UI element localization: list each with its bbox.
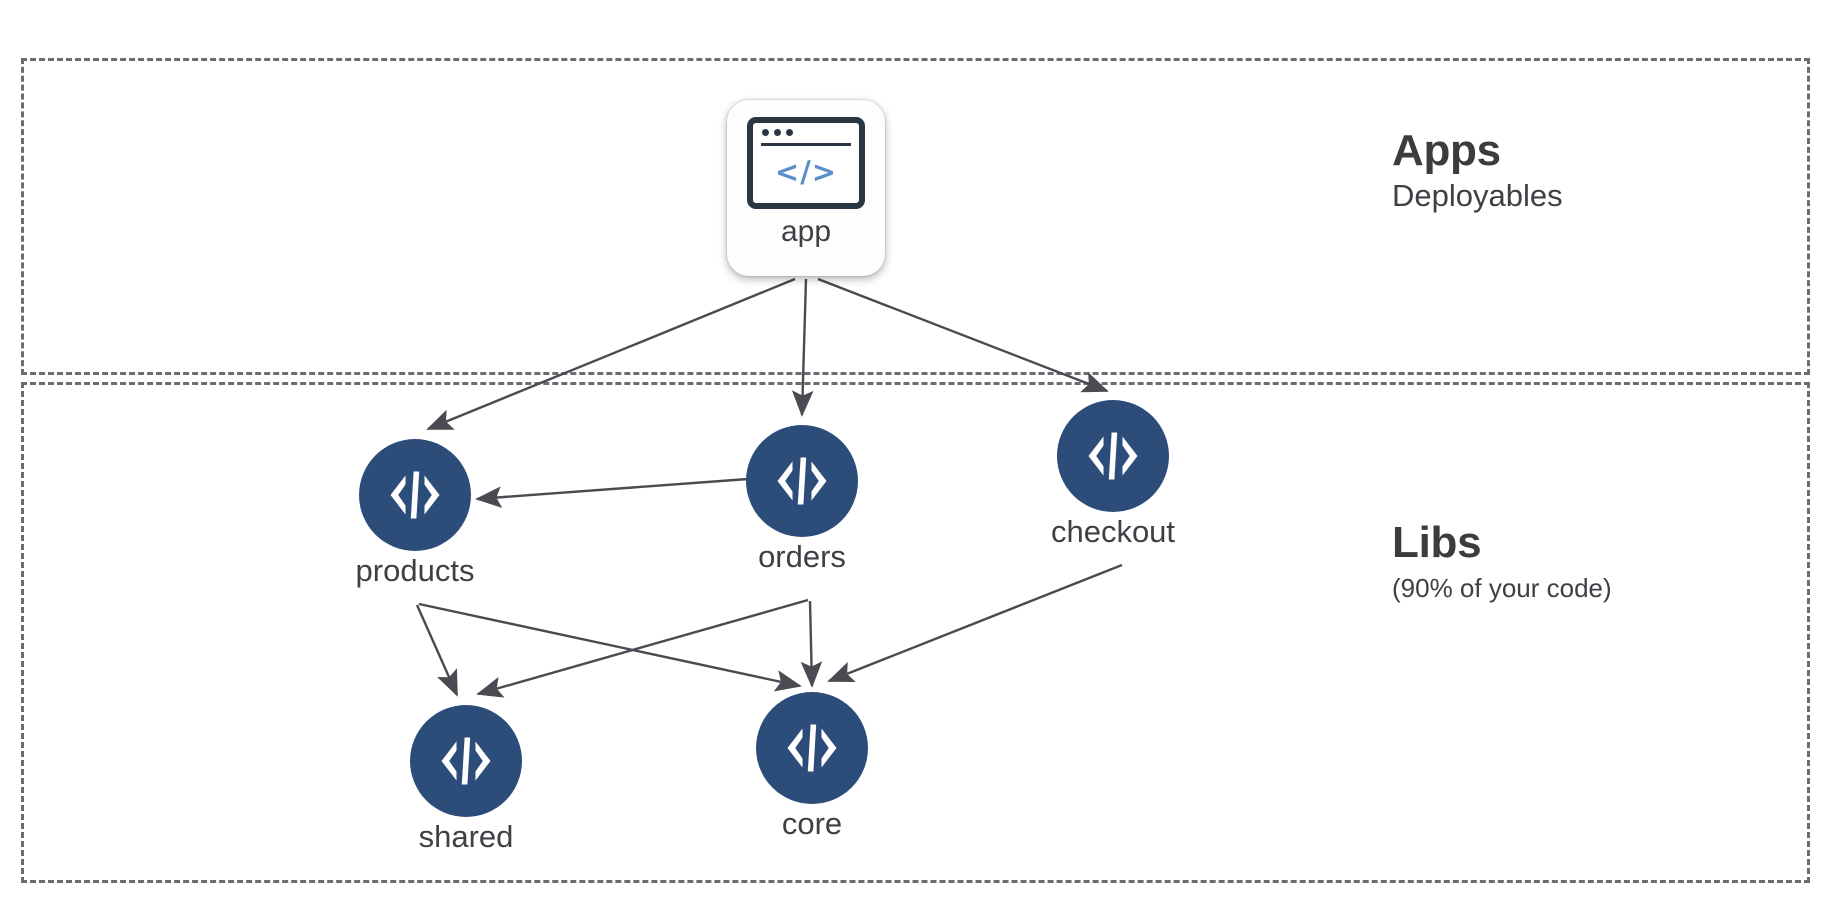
zone-libs-title: Libs [1392,518,1482,567]
code-brackets-icon [1057,400,1169,512]
node-app-label: app [780,215,832,248]
browser-dots-icon [762,129,793,136]
node-checkout[interactable]: checkout [1051,400,1175,547]
node-shared[interactable]: shared [410,705,522,852]
node-core[interactable]: core [756,692,868,839]
code-brackets-icon [746,425,858,537]
node-products[interactable]: products [356,439,474,586]
code-brackets-glyph: </> [774,154,838,189]
zone-libs-caption: Libs (90% of your code) [1392,518,1612,603]
zone-apps-boundary [21,58,1810,375]
zone-apps-caption: Apps Deployables [1392,126,1563,214]
node-products-label: products [355,553,475,588]
node-checkout-label: checkout [1050,514,1176,549]
node-orders[interactable]: orders [746,425,858,572]
node-app[interactable]: </> app [727,100,885,276]
code-brackets-icon [410,705,522,817]
zone-apps-title: Apps [1392,126,1501,175]
zone-libs-subtitle: (90% of your code) [1392,572,1612,603]
zone-libs-boundary [21,382,1810,883]
browser-code-icon: </> [747,117,865,209]
node-orders-label: orders [758,539,846,574]
code-brackets-icon [756,692,868,804]
zone-apps-subtitle: Deployables [1392,177,1563,213]
browser-divider [761,143,851,146]
node-core-label: core [781,806,843,841]
code-brackets-icon [359,439,471,551]
node-shared-label: shared [418,819,514,854]
